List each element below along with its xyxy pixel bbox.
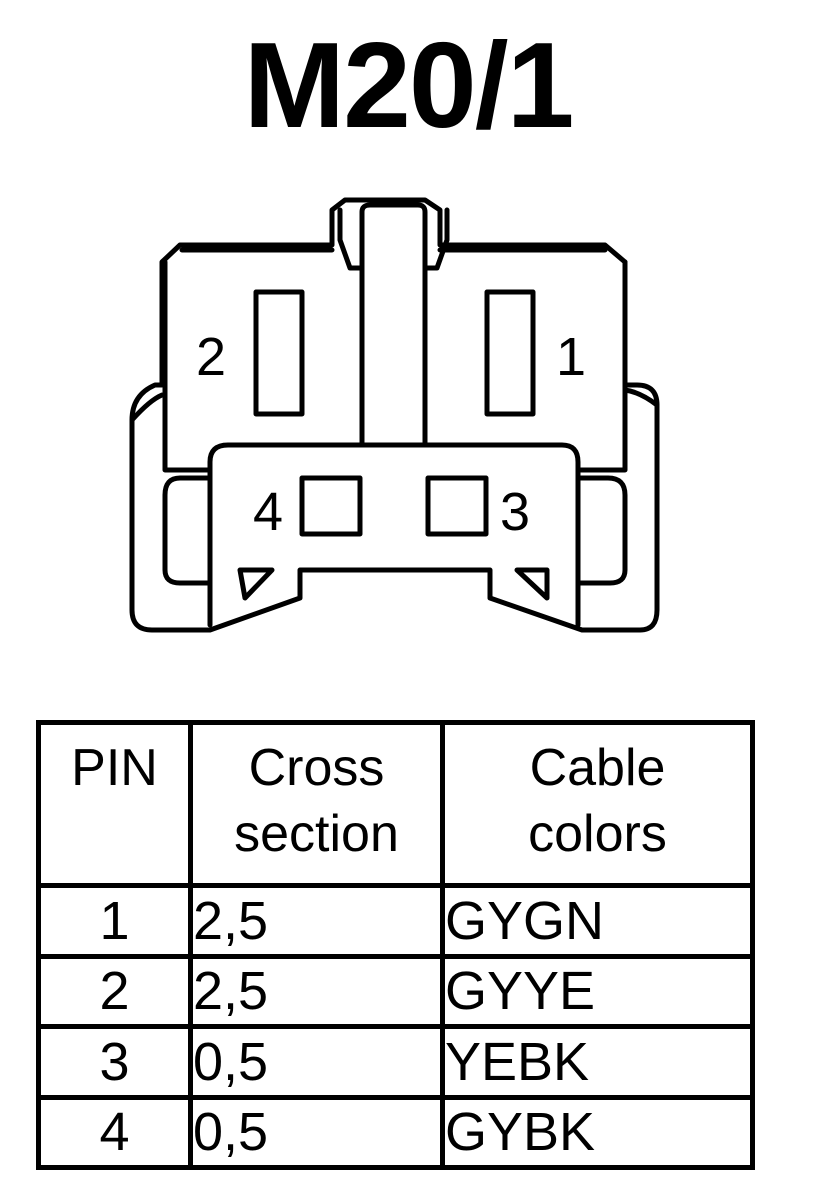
latch-side-right [422, 207, 450, 271]
connector-shell-outline [129, 197, 660, 633]
cable-color-cell: GYYE [440, 953, 755, 1030]
right-lock-tab [514, 567, 550, 601]
upper-housing [162, 259, 628, 473]
cross-section-cell: 2,5 [188, 953, 445, 1030]
cross-section-cell: 0,5 [188, 1023, 445, 1100]
pin-label-2: 2 [196, 327, 226, 387]
lower-housing-inner [162, 475, 628, 586]
pin-label-3: 3 [500, 482, 530, 542]
side-rails [129, 387, 660, 423]
pin-2-terminal [253, 289, 305, 417]
latch-side-left [337, 207, 365, 271]
table-row: 3 0,5 YEBK [36, 1023, 755, 1100]
pin-cell: 3 [36, 1023, 193, 1100]
pin-4-terminal [299, 475, 363, 537]
pin-cell: 2 [36, 953, 193, 1030]
cable-color-cell: YEBK [440, 1023, 755, 1100]
cross-section-cell: 0,5 [188, 1094, 445, 1170]
connector-title: M20/1 [243, 17, 574, 153]
table-row: 1 2,5 GYGN [36, 883, 755, 959]
pin-label-4: 4 [253, 482, 283, 542]
pin-label-1: 1 [556, 327, 586, 387]
connector-diagram: 1 2 3 4 [129, 197, 660, 633]
center-latch [359, 202, 428, 448]
pin-3-terminal [425, 475, 489, 537]
cross-section-cell: 2,5 [188, 883, 445, 959]
table-row: 4 0,5 GYBK [36, 1094, 755, 1170]
cable-color-cell: GYBK [440, 1094, 755, 1170]
left-lock-tab [237, 567, 275, 601]
table-row: 2 2,5 GYYE [36, 953, 755, 1030]
pin-1-terminal [484, 289, 536, 417]
cable-color-cell: GYGN [440, 883, 755, 959]
pin-cell: 1 [36, 883, 193, 959]
lower-housing [207, 442, 581, 628]
header-pin: PIN [36, 719, 193, 889]
pin-cell: 4 [36, 1094, 193, 1170]
